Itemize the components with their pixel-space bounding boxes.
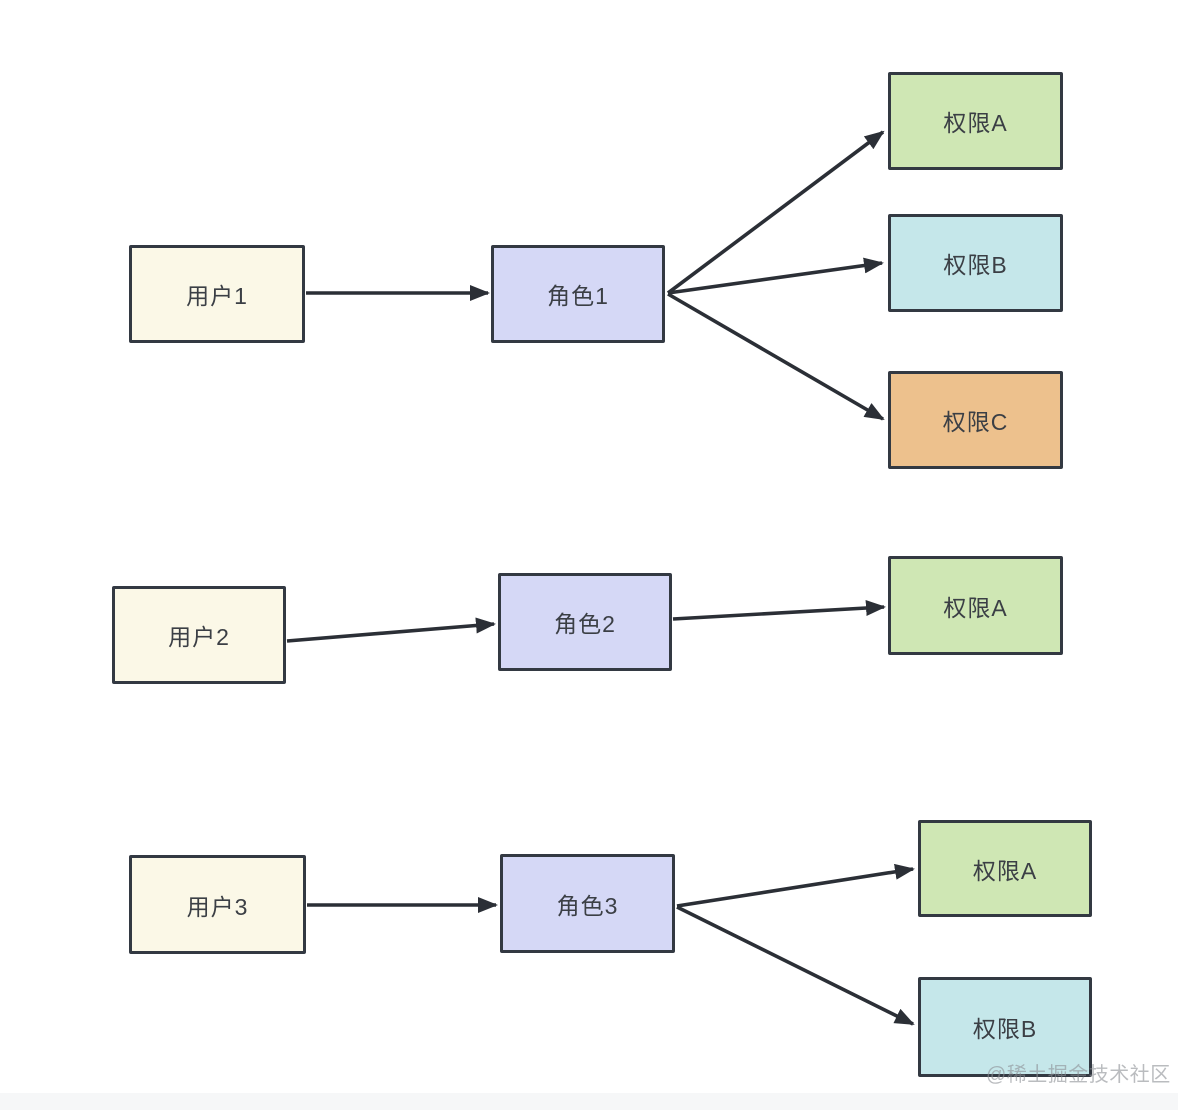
node-user1-label: 用户1 [186,283,248,309]
node-role3-label: 角色3 [556,892,619,919]
node-role1-label: 角色1 [547,283,609,309]
node-user1: 用户1 [129,245,305,343]
node-role1: 角色1 [491,245,665,343]
node-perm2a-label: 权限A [943,594,1008,621]
node-role2-label: 角色2 [554,611,616,637]
node-perm3a: 权限A [918,820,1092,917]
node-user3-label: 用户3 [186,893,249,920]
node-perm1c: 权限C [888,371,1063,469]
node-role2: 角色2 [498,573,672,671]
node-perm3b-label: 权限B [972,1016,1038,1042]
arrow-role1-permA [666,130,885,295]
footer-band [0,1093,1178,1110]
arrow-role1-permC [667,292,885,421]
watermark: @稀土掘金技术社区 [986,1064,1171,1086]
node-perm3a-label: 权限A [972,857,1038,884]
arrow-role3-permB [676,905,915,1026]
arrow-user2-role2 [286,617,496,643]
node-user2: 用户2 [112,586,286,684]
node-perm1b: 权限B [888,214,1063,312]
node-user2-label: 用户2 [168,624,230,650]
node-perm1a-label: 权限A [943,110,1008,136]
node-role3: 角色3 [500,854,675,953]
arrow-role2-permA [672,600,886,621]
node-perm2a: 权限A [888,556,1063,655]
node-user3: 用户3 [129,855,306,954]
node-perm1a: 权限A [888,72,1063,170]
node-perm1b-label: 权限B [943,252,1008,278]
node-perm1c-label: 权限C [942,409,1009,435]
arrow-role1-permB [667,257,884,295]
node-perm3b: 权限B [918,977,1092,1077]
arrow-role3-permA [676,863,915,908]
